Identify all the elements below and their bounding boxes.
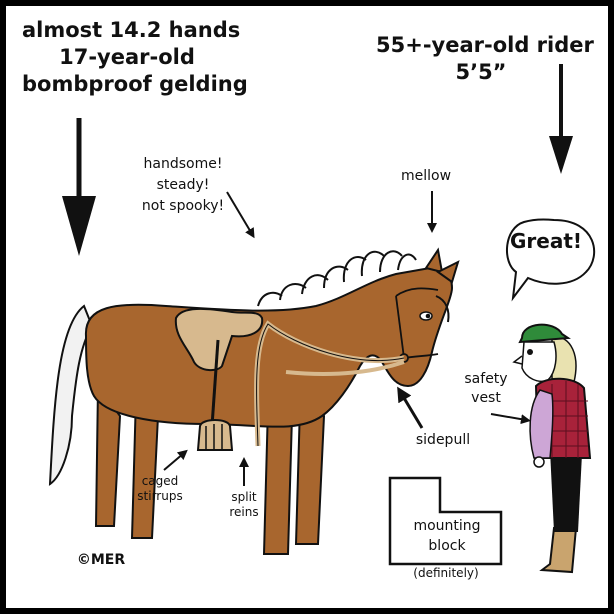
saddle: [174, 307, 264, 372]
horse-tail: [48, 304, 94, 486]
split-reins-caption: split reins: [229, 490, 259, 519]
horse-description: almost 14.2 hands 17-year-old bombproof …: [22, 18, 248, 96]
speech-bubble: [505, 218, 596, 302]
copyright-mark: ©MER: [76, 552, 126, 568]
boots: [539, 527, 578, 574]
big-arrow-left: [62, 118, 96, 256]
caged-stirrups-caption: caged stirrups: [137, 474, 183, 503]
caged-stirrup: [196, 419, 234, 451]
helmet: [518, 323, 571, 344]
safety-vest-caption: safety vest: [464, 371, 508, 406]
arrow-praise: [226, 191, 255, 239]
rider: [512, 323, 592, 574]
horse-body: [84, 266, 454, 428]
definitely-caption: (definitely): [413, 566, 479, 580]
horse: [48, 247, 460, 555]
praise-caption: handsome! steady! not spooky!: [141, 156, 225, 214]
mellow-caption: mellow: [400, 168, 452, 184]
arrow-stirrups: [163, 449, 188, 471]
mounting-block-label: mounting block: [413, 518, 481, 554]
cartoon-illustration: [48, 64, 596, 574]
sidepull-caption: sidepull: [415, 432, 471, 448]
arrow-sidepull: [397, 386, 424, 429]
great-caption: Great!: [509, 229, 583, 253]
arrow-vest: [490, 413, 531, 425]
rider-description: 55+-year-old rider 5’5”: [376, 33, 594, 84]
horse-mane: [257, 250, 450, 323]
mounting-block-shape: [388, 476, 503, 566]
big-arrow-right: [549, 64, 573, 174]
